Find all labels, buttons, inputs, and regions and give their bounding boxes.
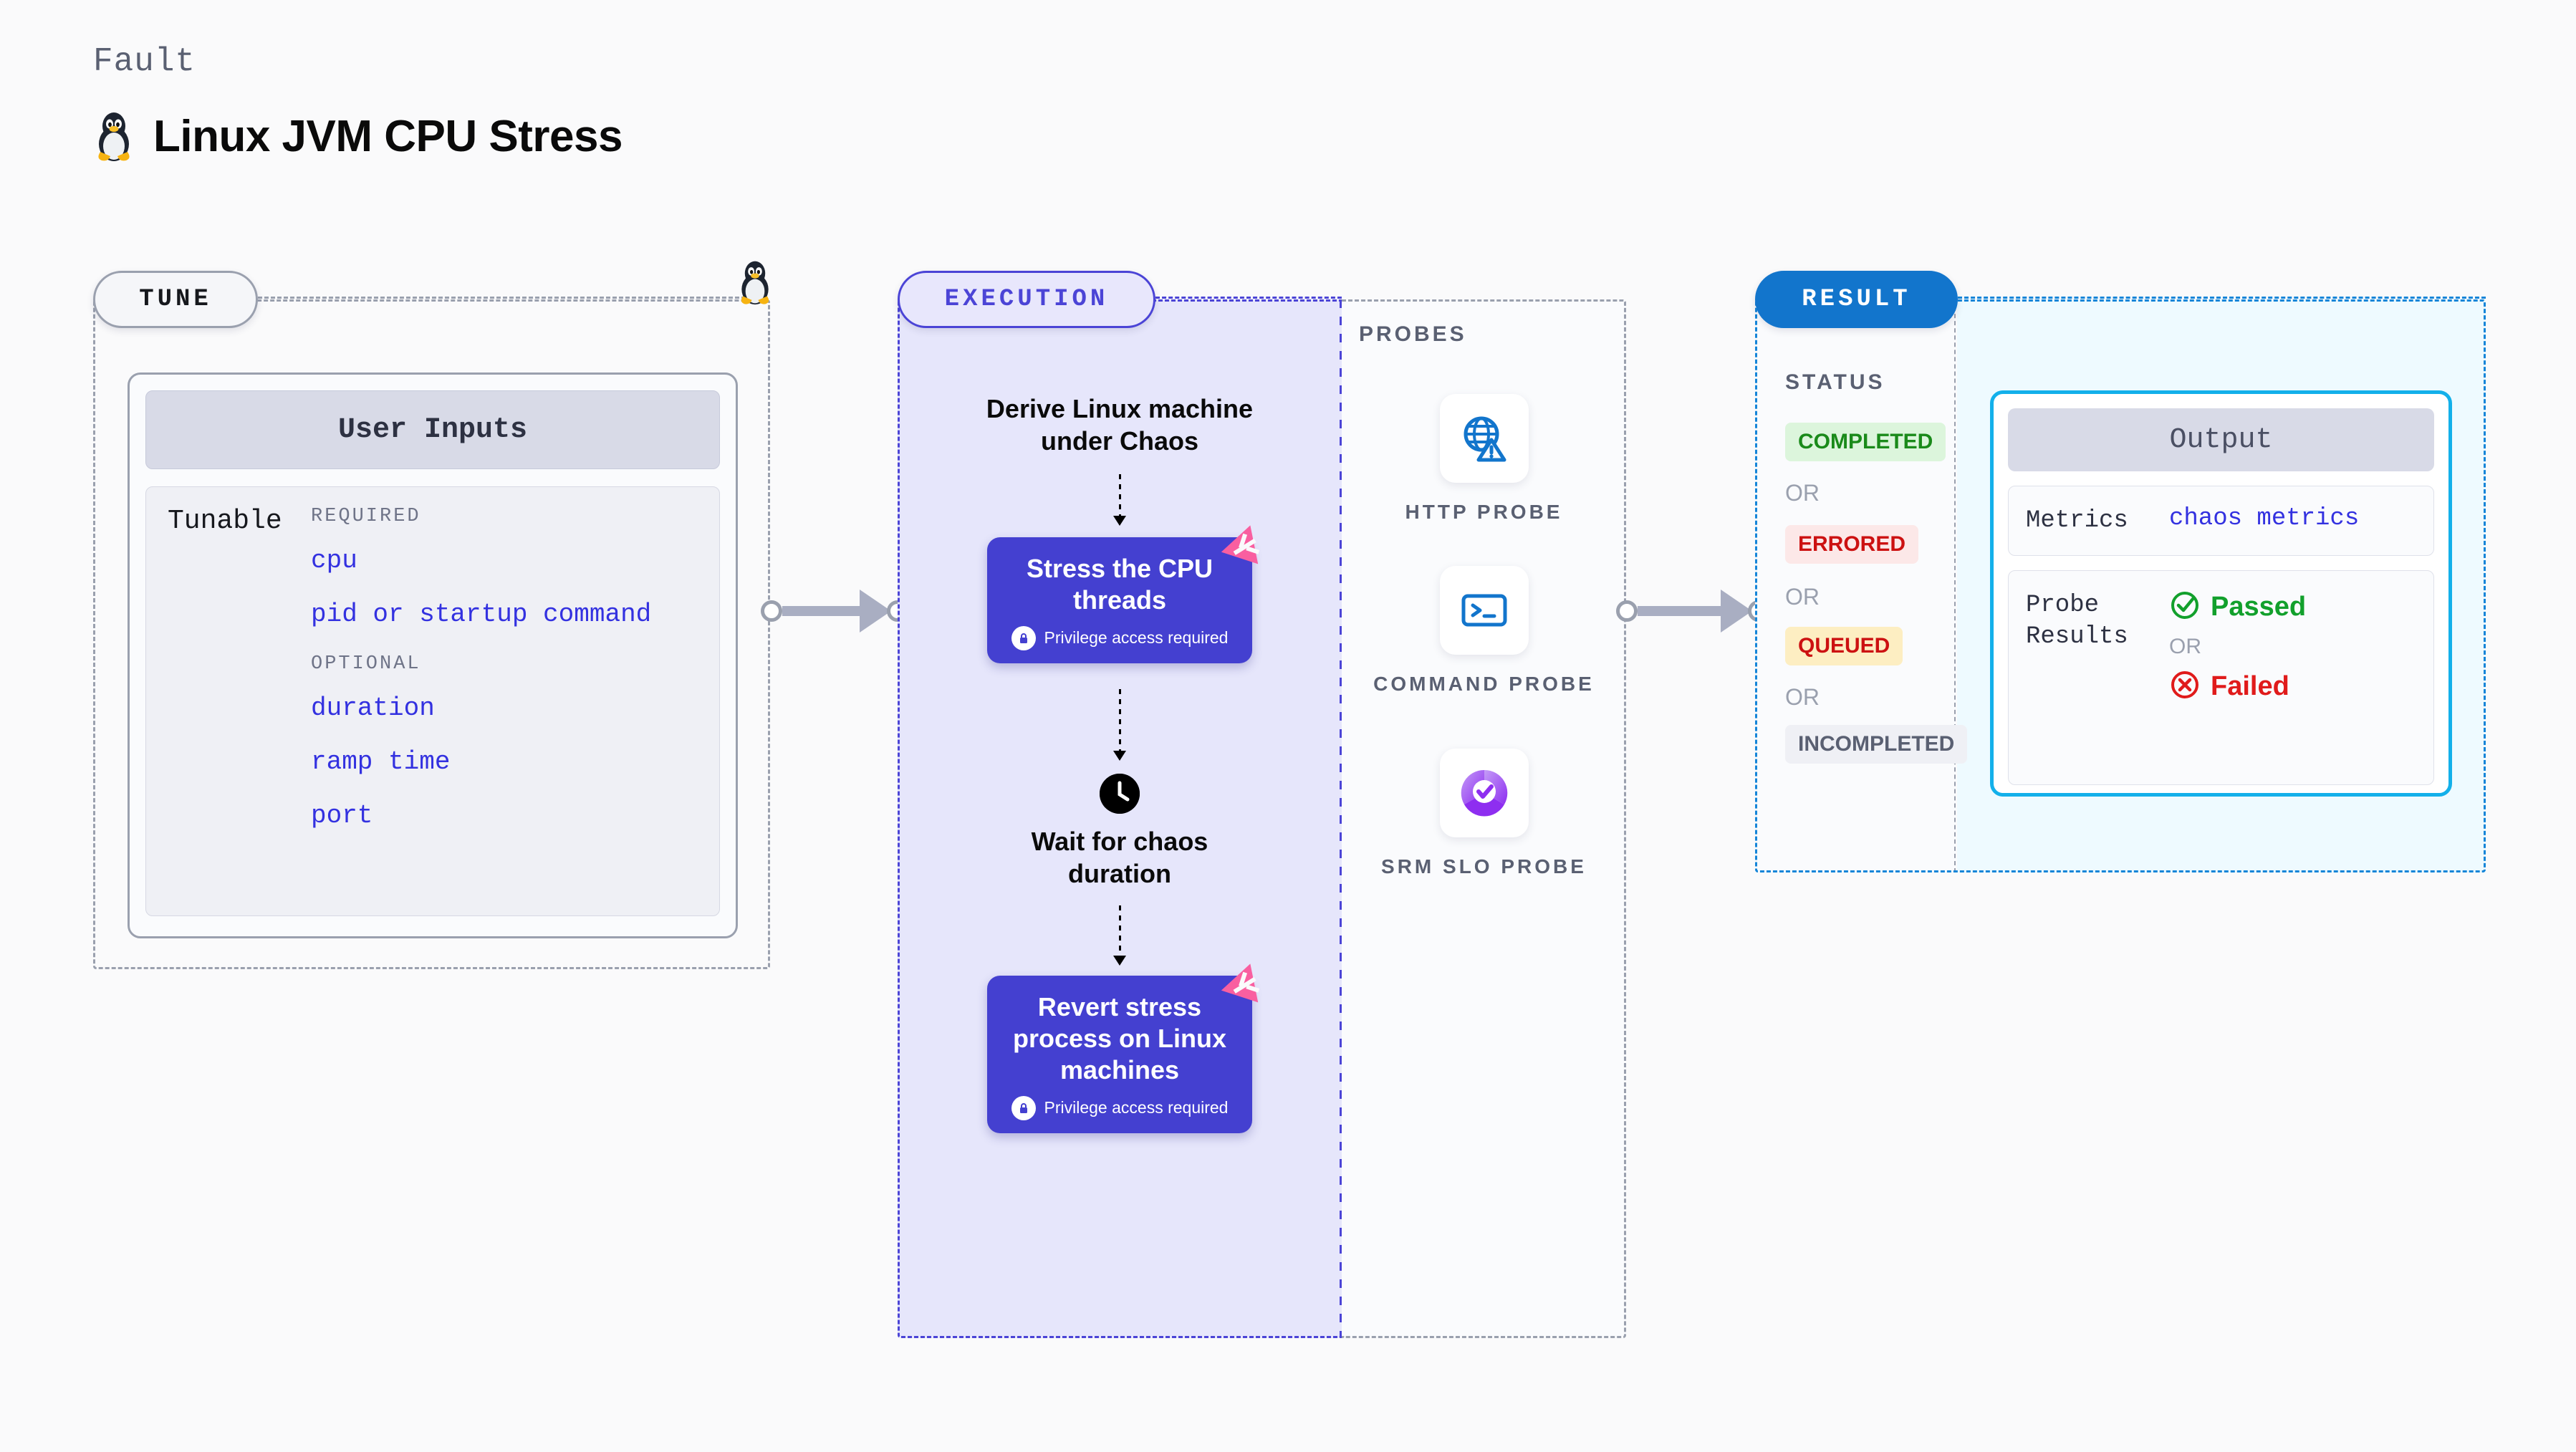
litmus-logo-icon: [1216, 954, 1272, 1010]
execution-region: [898, 299, 1342, 1338]
globe-warning-icon: [1439, 394, 1529, 483]
tunable-pid-or-startup-command[interactable]: pid or startup command: [311, 600, 652, 629]
output-header: Output: [2008, 408, 2434, 471]
title-row: Linux JVM CPU Stress: [93, 110, 623, 162]
privilege-text: Privilege access required: [1044, 1098, 1229, 1117]
probe-result-passed: Passed: [2169, 590, 2306, 625]
step-title: Revert stress process on Linux machines: [1012, 991, 1227, 1085]
status-badge-errored: ERRORED: [1785, 525, 1919, 564]
flow-arrow-1: [1112, 474, 1126, 526]
tune-leader-line: [258, 297, 752, 299]
execution-step-stress-cpu[interactable]: Stress the CPU threads Privilege access …: [987, 525, 1260, 663]
execution-badge[interactable]: EXECUTION: [898, 271, 1155, 328]
probe-label: COMMAND PROBE: [1373, 673, 1595, 695]
group-label-optional: OPTIONAL: [311, 653, 421, 675]
check-circle-icon: [2169, 590, 2201, 625]
execution-step-derive-machine: Derive Linux machine under Chaos: [986, 394, 1254, 456]
privilege-text: Privilege access required: [1044, 628, 1229, 648]
result-region: [1755, 299, 2486, 872]
execution-step-wait-duration: Wait for chaos duration: [1031, 826, 1208, 888]
status-badge-incompleted: INCOMPLETED: [1785, 725, 1968, 764]
connector-arrowhead: [1721, 590, 1752, 633]
failed-label: Failed: [2211, 671, 2289, 702]
litmus-logo-icon: [1216, 516, 1272, 572]
step-title: Stress the CPU threads: [1026, 554, 1213, 615]
probe-label: HTTP PROBE: [1405, 501, 1563, 523]
tunable-box: Tunable REQUIRED cpu pid or startup comm…: [145, 486, 720, 916]
probe-http[interactable]: HTTP PROBE: [1342, 394, 1626, 526]
status-or-2: OR: [1785, 584, 1820, 610]
connector-line: [782, 606, 860, 616]
probes-title: PROBES: [1359, 322, 1467, 346]
tune-badge[interactable]: TUNE: [93, 271, 258, 328]
terminal-icon: [1439, 566, 1529, 655]
probe-label: SRM SLO PROBE: [1381, 855, 1587, 878]
lock-icon: [1011, 625, 1036, 650]
user-inputs-header: User Inputs: [145, 390, 720, 469]
output-metrics-value[interactable]: chaos metrics: [2169, 505, 2360, 532]
connector-probes-to-result: [1616, 590, 1769, 633]
connector-start-node: [761, 600, 782, 622]
result-badge[interactable]: RESULT: [1755, 271, 1958, 328]
probe-srm-slo[interactable]: SRM SLO PROBE: [1342, 749, 1626, 880]
slo-donut-check-icon: [1439, 749, 1529, 837]
lock-icon: [1011, 1095, 1036, 1120]
probe-result-failed: Failed: [2169, 669, 2306, 704]
result-status-zone: [1755, 299, 1956, 872]
privilege-row: Privilege access required: [1000, 1095, 1239, 1120]
tune-tux-penguin-icon: [736, 259, 774, 305]
output-metrics-row: Metrics chaos metrics: [2008, 486, 2434, 557]
clock-icon: [1100, 773, 1140, 814]
status-or-1: OR: [1785, 480, 1820, 506]
connector-start-node: [1616, 600, 1638, 622]
result-leader-line: [1958, 297, 2486, 299]
tune-region: [93, 299, 770, 969]
passed-label: Passed: [2211, 592, 2307, 622]
tux-penguin-icon: [93, 110, 135, 162]
status-badge-queued: QUEUED: [1785, 627, 1903, 665]
privilege-row: Privilege access required: [1000, 625, 1239, 650]
status-or-3: OR: [1785, 684, 1820, 710]
execution-flow: Derive Linux machine under Chaos Stress …: [898, 299, 1342, 1338]
tunable-cpu[interactable]: cpu: [311, 546, 357, 575]
output-probe-results-row: Probe Results Passed OR: [2008, 570, 2434, 786]
execution-leader-line: [1155, 297, 1342, 299]
flow-arrow-2: [1112, 688, 1126, 761]
group-label-required: REQUIRED: [311, 506, 421, 527]
connector-line: [1638, 606, 1721, 616]
x-circle-icon: [2169, 669, 2201, 704]
tunable-duration[interactable]: duration: [311, 693, 435, 723]
fault-label: Fault: [93, 43, 196, 80]
tunable-port[interactable]: port: [311, 801, 373, 830]
status-title: STATUS: [1785, 370, 1885, 394]
tunable-label: Tunable: [168, 506, 282, 537]
tunable-ramp-time[interactable]: ramp time: [311, 747, 451, 777]
output-probe-values: Passed OR Failed: [2169, 590, 2306, 766]
connector-arrowhead: [860, 590, 891, 633]
output-card: Output Metrics chaos metrics Probe Resul…: [1990, 390, 2452, 797]
probe-command[interactable]: COMMAND PROBE: [1342, 566, 1626, 698]
output-probe-key: Probe Results: [2026, 592, 2128, 651]
tunable-list: REQUIRED cpu pid or startup command OPTI…: [311, 506, 719, 915]
connector-tune-to-execution: [761, 590, 908, 633]
execution-step-revert-stress[interactable]: Revert stress process on Linux machines …: [987, 963, 1260, 1133]
flow-arrow-3: [1112, 905, 1126, 966]
page-title: Linux JVM CPU Stress: [153, 111, 623, 161]
page-header: Fault Linux JVM CPU Stress: [93, 43, 623, 162]
probe-result-or: OR: [2169, 635, 2201, 659]
status-badge-completed: COMPLETED: [1785, 423, 1946, 461]
user-inputs-card: User Inputs Tunable REQUIRED cpu pid or …: [128, 372, 738, 938]
output-metrics-key: Metrics: [2026, 507, 2128, 534]
